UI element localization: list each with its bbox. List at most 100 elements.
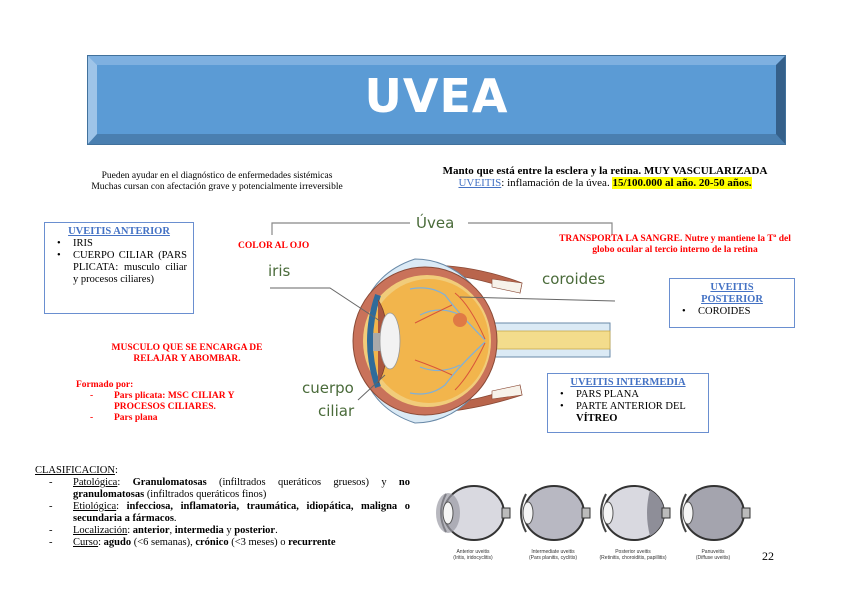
- item-label: Patológica: [73, 477, 118, 488]
- item-text: (<6 semanas),: [131, 537, 196, 548]
- note-musculo-line1: MUSCULO QUE SE ENCARGA DE: [111, 343, 263, 353]
- box-uveitis-intermedia: UVEITIS INTERMEDIA PARS PLANA PARTE ANTE…: [547, 373, 709, 433]
- item-text: (infiltrados queráticos finos): [144, 489, 267, 500]
- item-text: crónico: [195, 537, 229, 548]
- note-transporta: TRANSPORTA LA SANGRE. Nutre y mantiene l…: [525, 234, 825, 256]
- formado-list: Pars plicata: MSC CILIAR Y PROCESOS CILI…: [76, 391, 286, 424]
- note-formado: Formado por: Pars plicata: MSC CILIAR Y …: [76, 380, 286, 424]
- intro-right: Manto que está entre la esclera y la ret…: [405, 165, 805, 189]
- item-text: .: [275, 525, 278, 536]
- item-text: Granulomatosas: [132, 477, 207, 488]
- posterior-list: COROIDES: [676, 306, 788, 318]
- item-text: y: [223, 525, 235, 536]
- mini-eye-intermediate: Intermediate uveitis(Pars planitis, cycl…: [514, 484, 592, 561]
- uvea-definition: Manto que está entre la esclera y la ret…: [442, 165, 768, 177]
- mini-caption-title: Intermediate uveitis: [531, 549, 575, 555]
- page-number: 22: [762, 549, 774, 563]
- note-transporta-line2: globo ocular al tercio interno de la ret…: [592, 245, 758, 255]
- note-transporta-line1: TRANSPORTA LA SANGRE. Nutre y mantiene l…: [559, 234, 791, 244]
- item-text: ,: [169, 525, 175, 536]
- label-coroides: coroides: [542, 270, 606, 288]
- mini-eye-panuveitis: Panuveitis(Diffuse uveitis): [674, 484, 752, 561]
- box-intermedia-title: UVEITIS INTERMEDIA: [570, 377, 686, 388]
- clasificacion-heading: CLASIFICACION:: [35, 465, 118, 476]
- item-text: infecciosa, inflamatoria, traumática, id…: [73, 501, 410, 524]
- mini-caption-title: Anterior uveitis: [456, 549, 490, 555]
- list-item: Pars plana: [76, 413, 286, 424]
- box-posterior-title: UVEITIS POSTERIOR: [701, 282, 763, 305]
- mini-caption-sub: (Pars planitis, cyclitis): [528, 555, 578, 561]
- note-musculo: MUSCULO QUE SE ENCARGA DE RELAJAR Y ABOM…: [82, 343, 292, 365]
- mini-eye-anterior: Anterior uveitis(Iritis, iridocyclitis): [434, 484, 512, 561]
- item-text: (<3 meses) o: [228, 537, 289, 548]
- uveitis-definition: UVEITIS: inflamación de la úvea. 15/100.…: [405, 177, 805, 189]
- list-item: Localización: anterior, intermedia y pos…: [35, 525, 410, 537]
- item-text: no granulomatosas: [73, 477, 410, 500]
- mini-eye-posterior: Posterior uveitis(Retinitis, choroiditis…: [594, 484, 672, 561]
- list-item: IRIS: [51, 238, 187, 250]
- item-text: intermedia: [174, 525, 224, 536]
- eye-intermediate-icon: [520, 485, 591, 541]
- mini-caption-title: Posterior uveitis: [615, 549, 651, 555]
- uveitis-def-text: : inflamación de la úvea.: [501, 177, 613, 189]
- item-text: recurrente: [288, 537, 336, 548]
- eye-anterior-icon: [436, 485, 511, 541]
- item-text: agudo: [103, 537, 132, 548]
- label-uvea: Úvea: [416, 214, 455, 232]
- box-uveitis-posterior: UVEITIS POSTERIOR COROIDES: [669, 278, 795, 328]
- clasificacion-list: Patológica: Granulomatosas (infiltrados …: [35, 477, 410, 549]
- label-ciliar: ciliar: [318, 402, 355, 420]
- eye-panuveitis-icon: [680, 485, 751, 541]
- list-item: COROIDES: [676, 306, 788, 318]
- anterior-list: IRIS CUERPO CILIAR (PARS PLICATA: muscul…: [51, 238, 187, 286]
- list-item: CUERPO CILIAR (PARS PLICATA: musculo cil…: [51, 250, 187, 286]
- box-anterior-title: UVEITIS ANTERIOR: [68, 226, 170, 237]
- item-text: (infiltrados queráticos gruesos) y: [206, 477, 399, 488]
- label-cuerpo: cuerpo: [302, 379, 354, 397]
- item-text: .: [173, 513, 177, 524]
- clasificacion-section: CLASIFICACION: Patológica: Granulomatosa…: [35, 465, 410, 549]
- mini-caption: Intermediate uveitis(Pars planitis, cycl…: [514, 549, 592, 561]
- item-label: Localización: [73, 525, 128, 536]
- intro-left: Pueden ayudar en el diagnóstico de enfer…: [52, 171, 382, 193]
- box-uveitis-anterior: UVEITIS ANTERIOR IRIS CUERPO CILIAR (PAR…: [44, 222, 194, 314]
- mini-caption-sub: (Retinitis, choroiditis, papillitis): [599, 555, 667, 561]
- banner-bevel-right: [776, 55, 786, 145]
- mini-caption: Anterior uveitis(Iritis, iridocyclitis): [434, 549, 512, 561]
- intro-left-line1: Pueden ayudar en el diagnóstico de enfer…: [101, 171, 333, 181]
- uveitis-link[interactable]: UVEITIS: [458, 177, 502, 189]
- list-item-bold: VÍTREO: [576, 413, 618, 424]
- list-item: Curso: agudo (<6 semanas), crónico (<3 m…: [35, 537, 410, 549]
- clasificacion-title: CLASIFICACION: [35, 465, 115, 476]
- list-item: Patológica: Granulomatosas (infiltrados …: [35, 477, 410, 501]
- note-color-ojo: COLOR AL OJO: [238, 241, 310, 251]
- note-formado-title: Formado por:: [76, 380, 134, 390]
- mini-caption: Panuveitis(Diffuse uveitis): [674, 549, 752, 561]
- banner-bevel-left: [87, 55, 97, 145]
- banner-bevel-bottom: [87, 134, 786, 145]
- item-label: Etiológica: [73, 501, 117, 512]
- list-item: Pars plicata: MSC CILIAR Y PROCESOS CILI…: [76, 391, 286, 413]
- mini-caption-sub: (Iritis, iridocyclitis): [453, 555, 493, 561]
- eye-posterior-icon: [600, 485, 671, 541]
- uveitis-types-figure: Anterior uveitis(Iritis, iridocyclitis) …: [434, 484, 751, 568]
- item-label: Curso: [73, 537, 99, 548]
- page-title: UVEA: [364, 69, 509, 123]
- item-text: posterior: [234, 525, 276, 536]
- item-text: anterior: [132, 525, 170, 536]
- label-iris: iris: [268, 262, 291, 280]
- mini-caption: Posterior uveitis(Retinitis, choroiditis…: [594, 549, 672, 561]
- title-banner: UVEA: [87, 55, 786, 145]
- mini-caption-sub: (Diffuse uveitis): [695, 555, 731, 561]
- list-item: PARS PLANA: [554, 389, 702, 401]
- banner-bevel-top: [87, 55, 786, 65]
- eye-anatomy-diagram: [270, 222, 616, 424]
- intro-left-line2: Muchas cursan con afectación grave y pot…: [91, 182, 343, 192]
- mini-caption-title: Panuveitis: [701, 549, 725, 555]
- list-item-text: PARTE ANTERIOR DEL: [576, 401, 686, 412]
- list-item: Etiológica: infecciosa, inflamatoria, tr…: [35, 501, 410, 525]
- note-musculo-line2: RELAJAR Y ABOMBAR.: [133, 354, 241, 364]
- uveitis-stats: 15/100.000 al año. 20-50 años.: [612, 177, 752, 189]
